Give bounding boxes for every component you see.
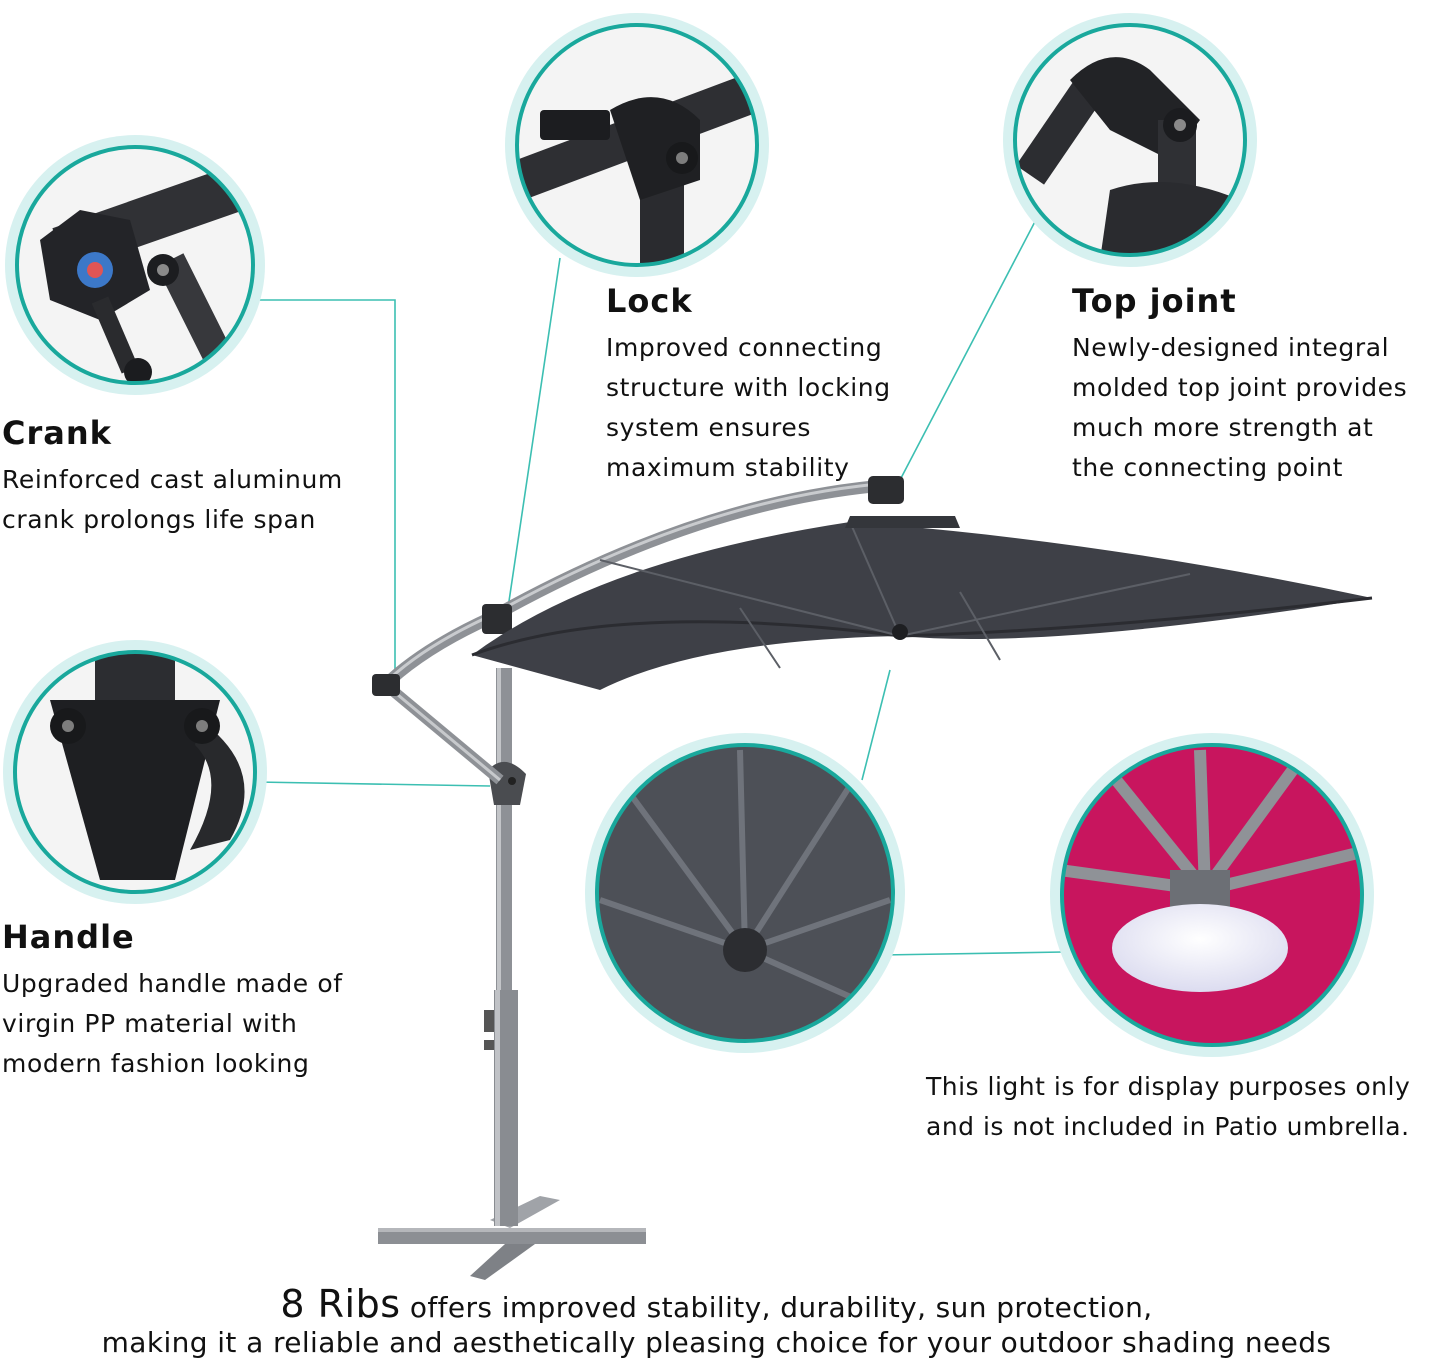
crank-title: Crank (2, 414, 112, 452)
lock-feature: Lock Improved connecting structure with … (606, 282, 891, 488)
crank-desc-line: Reinforced cast aluminum (2, 465, 343, 494)
lock-desc-line: system ensures (606, 413, 811, 442)
lock-title: Lock (606, 282, 693, 320)
lock-desc-line: maximum stability (606, 453, 850, 482)
light-disclaimer-line: and is not included in Patio umbrella. (926, 1112, 1410, 1141)
top-joint-desc-line: the connecting point (1072, 453, 1343, 482)
ribs-photo (585, 733, 905, 1053)
crank-feature: Crank Reinforced cast aluminum crank pro… (2, 414, 343, 540)
handle-callout-line (255, 781, 491, 787)
callout-lines (252, 211, 1064, 956)
handle-desc-line: Upgraded handle made of (2, 969, 343, 998)
pole (484, 668, 526, 1226)
lock-description: Improved connecting structure with locki… (606, 328, 891, 488)
lock-desc-line: structure with locking (606, 373, 891, 402)
ribs-summary-line2: making it a reliable and aesthetically p… (101, 1326, 1332, 1359)
ribs-highlight: 8 Ribs (280, 1282, 401, 1326)
light-disclaimer: This light is for display purposes only … (926, 1067, 1410, 1147)
cantilever-arm (377, 479, 891, 693)
top-joint-feature: Top joint Newly-designed integral molded… (1072, 282, 1407, 488)
lock-callout-line (507, 257, 561, 609)
lock-joint-photo (505, 13, 769, 277)
handle-title: Handle (2, 918, 135, 956)
crank-photo (5, 135, 265, 395)
top-joint-title: Top joint (1072, 282, 1237, 320)
canopy (471, 516, 1373, 690)
handle-desc-line: virgin PP material with (2, 1009, 298, 1038)
crank-description: Reinforced cast aluminum crank prolongs … (2, 460, 343, 540)
light-photo (1050, 733, 1374, 1057)
crank-desc-line: crank prolongs life span (2, 505, 316, 534)
crank-callout-line (252, 299, 396, 672)
handle-description: Upgraded handle made of virgin PP materi… (2, 964, 343, 1084)
top-joint-photo (1003, 13, 1257, 267)
top-joint-desc-line: Newly-designed integral (1072, 333, 1390, 362)
handle-desc-line: modern fashion looking (2, 1049, 310, 1078)
top-joint-description: Newly-designed integral molded top joint… (1072, 328, 1407, 488)
ribs-summary-line1: 8 Ribs offers improved stability, durabi… (0, 1282, 1433, 1326)
lock-desc-line: Improved connecting (606, 333, 883, 362)
ribs-callout-line (861, 669, 891, 781)
light-callout-line (881, 951, 1064, 956)
top-joint-desc-line: much more strength at (1072, 413, 1374, 442)
handle-feature: Handle Upgraded handle made of virgin PP… (2, 918, 343, 1084)
light-disclaimer-line: This light is for display purposes only (926, 1072, 1411, 1101)
top-joint-callout-line (899, 211, 1041, 481)
top-joint-desc-line: molded top joint provides (1072, 373, 1408, 402)
handle-photo (3, 640, 267, 904)
ribs-summary-rest: offers improved stability, durability, s… (400, 1291, 1153, 1324)
